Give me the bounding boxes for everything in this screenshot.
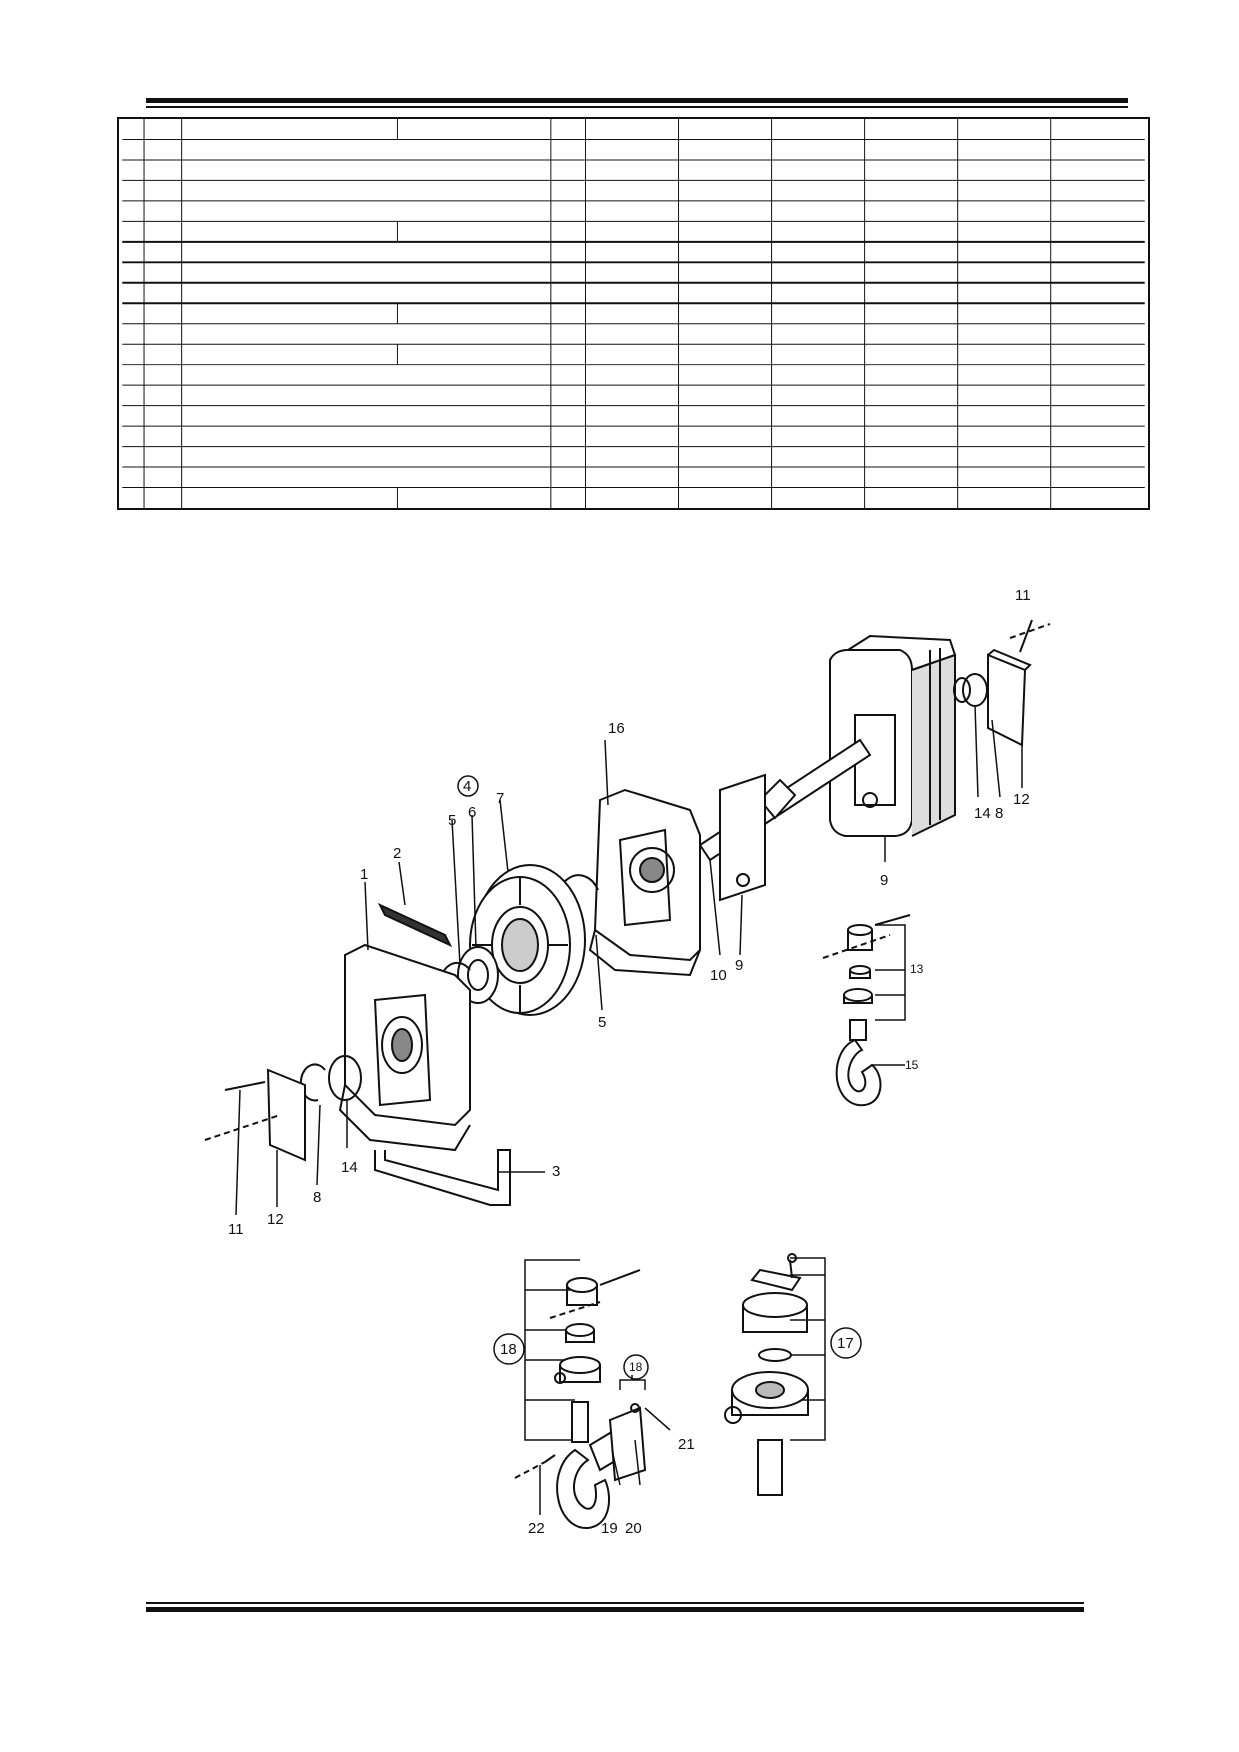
bolt-right bbox=[1019, 619, 1033, 653]
callout-7: 7 bbox=[496, 790, 504, 807]
callout-9: 9 bbox=[880, 872, 888, 889]
callout-18: 18 bbox=[629, 1360, 643, 1374]
key-bar bbox=[377, 902, 453, 948]
callout-18: 18 bbox=[500, 1341, 517, 1358]
retaining-ring-left bbox=[328, 1055, 362, 1101]
callout-6: 6 bbox=[468, 804, 476, 821]
bolt-left bbox=[224, 1081, 266, 1091]
callout-3: 3 bbox=[552, 1163, 560, 1180]
side-plate-left bbox=[338, 943, 471, 1152]
callout-13: 13 bbox=[910, 962, 924, 976]
callout-11: 11 bbox=[228, 1221, 244, 1238]
callout-19: 19 bbox=[601, 1520, 618, 1537]
hook-assembly-17 bbox=[724, 1253, 826, 1496]
callout-17: 17 bbox=[837, 1335, 854, 1352]
callout-14: 14 bbox=[974, 805, 991, 822]
callout-12: 12 bbox=[267, 1211, 284, 1228]
parts-table bbox=[117, 117, 1150, 510]
cover-plate-right bbox=[987, 648, 1032, 747]
callout-15: 15 bbox=[905, 1058, 919, 1072]
callout-16: 16 bbox=[608, 720, 625, 737]
side-plate-rear bbox=[829, 634, 957, 837]
callout-9: 9 bbox=[735, 957, 743, 974]
callout-1: 1 bbox=[360, 866, 368, 883]
callout-5: 5 bbox=[598, 1014, 606, 1031]
hook-assembly-18 bbox=[514, 1259, 671, 1530]
side-plate-front bbox=[588, 788, 701, 977]
callout-14: 14 bbox=[341, 1159, 358, 1176]
footer-rule bbox=[146, 1602, 1084, 1612]
callout-2: 2 bbox=[393, 845, 401, 862]
header-rule bbox=[146, 98, 1128, 108]
snap-ring-left-small bbox=[299, 1063, 326, 1102]
callout-21: 21 bbox=[678, 1436, 695, 1453]
callout-5: 5 bbox=[448, 812, 456, 829]
callout-11: 11 bbox=[1015, 587, 1031, 604]
callout-4: 4 bbox=[463, 778, 471, 795]
callout-20: 20 bbox=[625, 1520, 642, 1537]
hook-assembly-swivel bbox=[822, 914, 911, 1107]
callout-8: 8 bbox=[313, 1189, 321, 1206]
callout-12: 12 bbox=[1013, 791, 1030, 808]
cover-plate-left bbox=[266, 1068, 306, 1162]
u-bracket bbox=[374, 1149, 511, 1206]
callout-8: 8 bbox=[995, 805, 1003, 822]
callout-10: 10 bbox=[710, 967, 727, 984]
spacer-plate bbox=[719, 773, 766, 902]
callout-22: 22 bbox=[528, 1520, 545, 1537]
